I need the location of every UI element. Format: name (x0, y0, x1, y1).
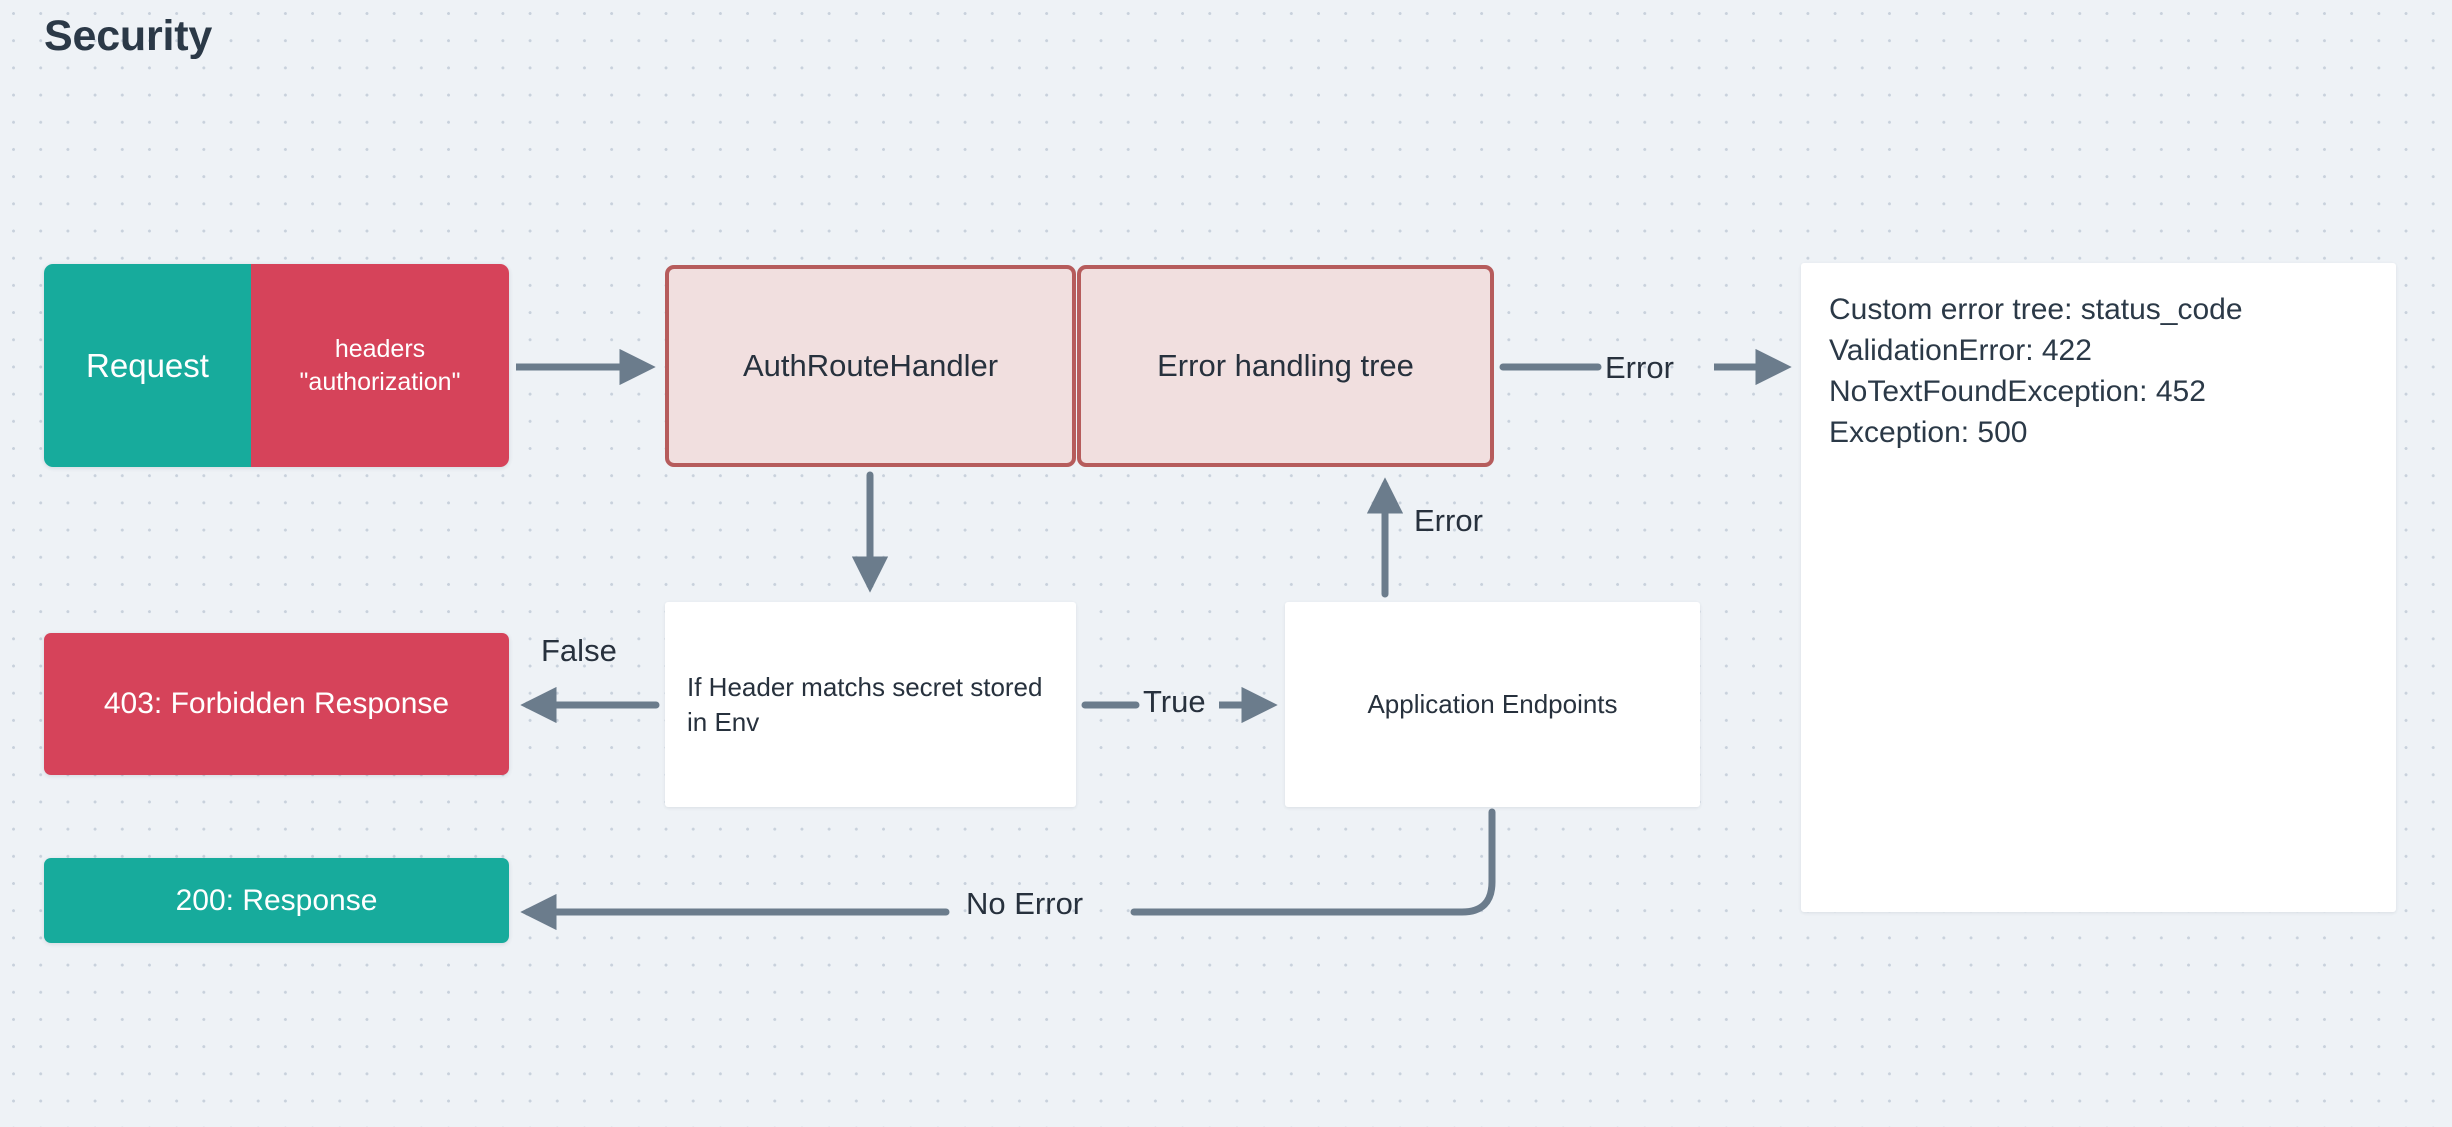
edge-label-true: True (1143, 684, 1206, 719)
node-forbidden-response-label: 403: Forbidden Response (103, 686, 450, 720)
node-header-check[interactable]: If Header matchs secret stored in Env (665, 602, 1076, 807)
node-forbidden-response[interactable]: 403: Forbidden Response (44, 633, 509, 775)
node-request-group[interactable]: Request headers "authorization" (44, 264, 509, 467)
node-application-endpoints[interactable]: Application Endpoints (1285, 602, 1700, 807)
edge-label-no-error: No Error (966, 886, 1084, 921)
edge-label-error-to-tree: Error (1414, 503, 1483, 538)
node-request[interactable]: Request (44, 264, 251, 467)
node-request-headers-label: headers "authorization" (299, 335, 461, 396)
node-error-tree-panel[interactable]: Custom error tree: status_code Validatio… (1801, 263, 2396, 912)
node-auth-route-handler[interactable]: AuthRouteHandler (665, 265, 1076, 467)
node-header-check-label: If Header matchs secret stored in Env (687, 671, 1043, 737)
node-auth-route-handler-label: AuthRouteHandler (742, 348, 999, 383)
edge-label-error-to-panel: Error (1605, 350, 1674, 385)
node-error-tree-panel-text: Custom error tree: status_code Validatio… (1829, 293, 2243, 450)
node-request-headers[interactable]: headers "authorization" (251, 264, 509, 467)
edge-label-false: False (541, 633, 617, 668)
node-ok-response[interactable]: 200: Response (44, 858, 509, 943)
node-application-endpoints-label: Application Endpoints (1367, 688, 1618, 719)
page-title: Security (44, 12, 213, 60)
node-error-handling-tree-label: Error handling tree (1157, 348, 1414, 383)
edge-endpoints-to-ok-right (1130, 808, 1496, 916)
node-ok-response-label: 200: Response (175, 883, 378, 917)
node-error-handling-tree[interactable]: Error handling tree (1077, 265, 1494, 467)
node-request-label: Request (86, 346, 209, 384)
